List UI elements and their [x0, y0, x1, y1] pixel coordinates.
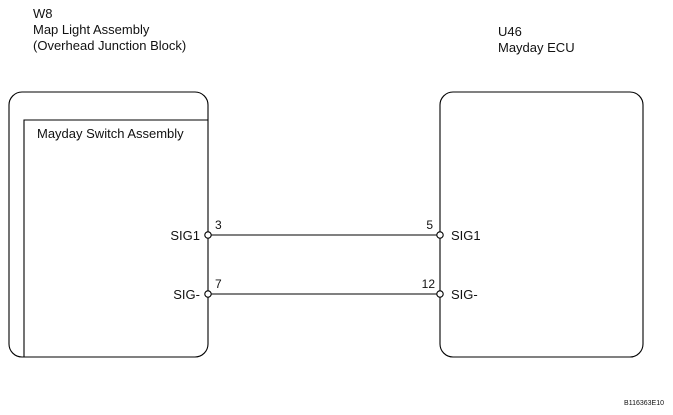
- left-terminal-sig1: [204, 231, 212, 239]
- right-pin-number: 12: [422, 277, 436, 291]
- right-component-name: Mayday ECU: [498, 40, 575, 55]
- left-component-name: Map Light Assembly: [33, 22, 150, 37]
- left-signal-label: SIG1: [170, 228, 200, 243]
- right-pin-number: 5: [426, 218, 433, 232]
- left-inner-name: Mayday Switch Assembly: [37, 126, 184, 141]
- left-inner-box: [23, 119, 208, 357]
- left-component-box: [8, 91, 209, 358]
- right-component-box: [439, 91, 644, 358]
- left-component-code: W8: [33, 6, 53, 21]
- right-terminal-sig1: [436, 231, 444, 239]
- left-pin-number: 3: [215, 218, 222, 232]
- right-component-code: U46: [498, 24, 522, 39]
- left-signal-label: SIG-: [173, 287, 200, 302]
- right-signal-label: SIG1: [451, 228, 481, 243]
- left-terminal-sig-minus: [204, 290, 212, 298]
- right-terminal-sig-minus: [436, 290, 444, 298]
- left-pin-number: 7: [215, 277, 222, 291]
- left-component-subname: (Overhead Junction Block): [33, 38, 186, 53]
- figure-code: B116363E10: [624, 400, 664, 407]
- right-signal-label: SIG-: [451, 287, 478, 302]
